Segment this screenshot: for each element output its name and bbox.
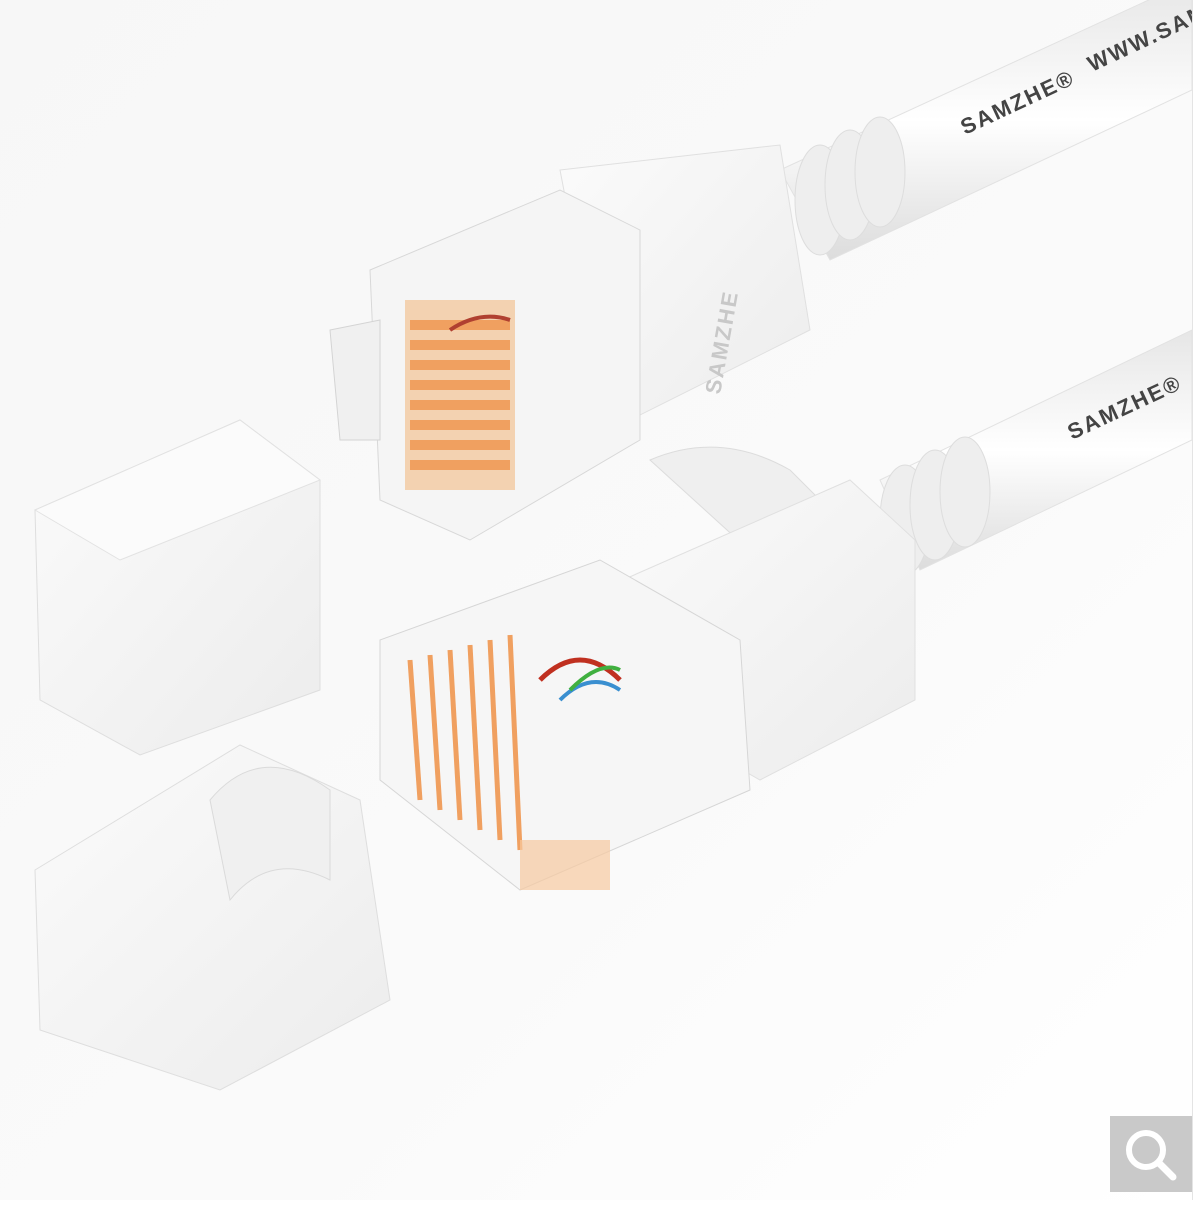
magnifier-icon	[1126, 1130, 1177, 1181]
top-plug-contacts	[405, 300, 515, 490]
protective-cap-bottom	[34, 744, 391, 1091]
bottom-plug-contacts	[407, 634, 622, 890]
bottom-cable: SAMZHE®	[379, 329, 1193, 891]
protective-cap-top	[33, 419, 322, 756]
zoom-button[interactable]	[1110, 1116, 1192, 1192]
image-frame-edge	[1192, 0, 1200, 1200]
